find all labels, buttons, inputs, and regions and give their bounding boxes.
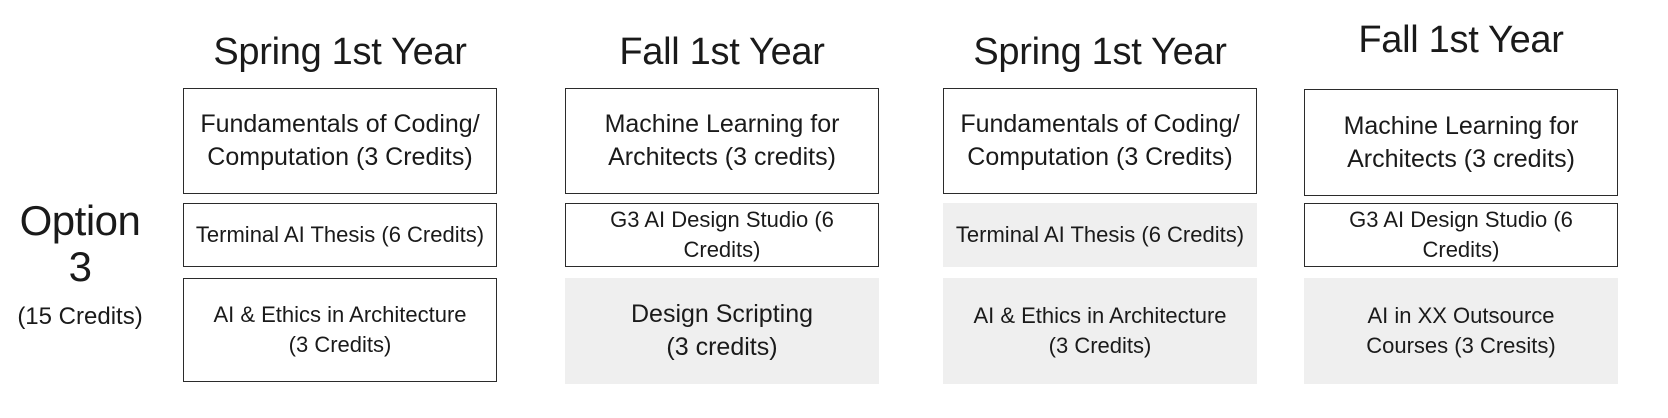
course-label: G3 AI Design Studio (6 Credits) [1349,207,1573,262]
course-label: G3 AI Design Studio (6 Credits) [610,207,834,262]
course-label: Machine Learning for Architects (3 credi… [1343,111,1579,173]
course-label: AI in XX Outsource Courses (3 Cresits) [1366,303,1556,358]
course-box: Terminal AI Thesis (6 Credits) [943,203,1257,267]
course-box: AI in XX Outsource Courses (3 Cresits) [1304,278,1618,384]
course-box: Fundamentals of Coding/ Computation (3 C… [183,88,497,194]
course-box: AI & Ethics in Architecture (3 Credits) [183,278,497,382]
course-box: Terminal AI Thesis (6 Credits) [183,203,497,267]
course-box: Machine Learning for Architects (3 credi… [565,88,879,194]
course-label: AI & Ethics in Architecture (3 Credits) [973,303,1227,358]
course-box: AI & Ethics in Architecture (3 Credits) [943,278,1257,384]
course-label: Terminal AI Thesis (6 Credits) [195,222,485,247]
semester-title: Spring 1st Year [973,31,1227,73]
course-box: Design Scripting (3 credits) [565,278,879,384]
option-title: Option 3 [19,197,141,290]
course-box: G3 AI Design Studio (6 Credits) [1304,203,1618,267]
semester-title: Fall 1st Year [1358,19,1564,61]
option-label: Option 3 (15 Credits) [6,198,154,332]
course-label: Machine Learning for Architects (3 credi… [604,110,840,171]
course-label: Fundamentals of Coding/ Computation (3 C… [200,110,480,171]
course-box: Fundamentals of Coding/ Computation (3 C… [943,88,1257,194]
course-label: Design Scripting (3 credits) [630,300,814,361]
course-label: Terminal AI Thesis (6 Credits) [955,222,1245,247]
semester-title: Fall 1st Year [619,31,825,73]
course-box: Machine Learning for Architects (3 credi… [1304,89,1618,196]
semester-title: Spring 1st Year [213,31,467,73]
course-label: AI & Ethics in Architecture (3 Credits) [213,302,467,357]
course-label: Fundamentals of Coding/ Computation (3 C… [960,110,1240,171]
option-credits: (15 Credits) [17,303,143,330]
course-box: G3 AI Design Studio (6 Credits) [565,203,879,267]
